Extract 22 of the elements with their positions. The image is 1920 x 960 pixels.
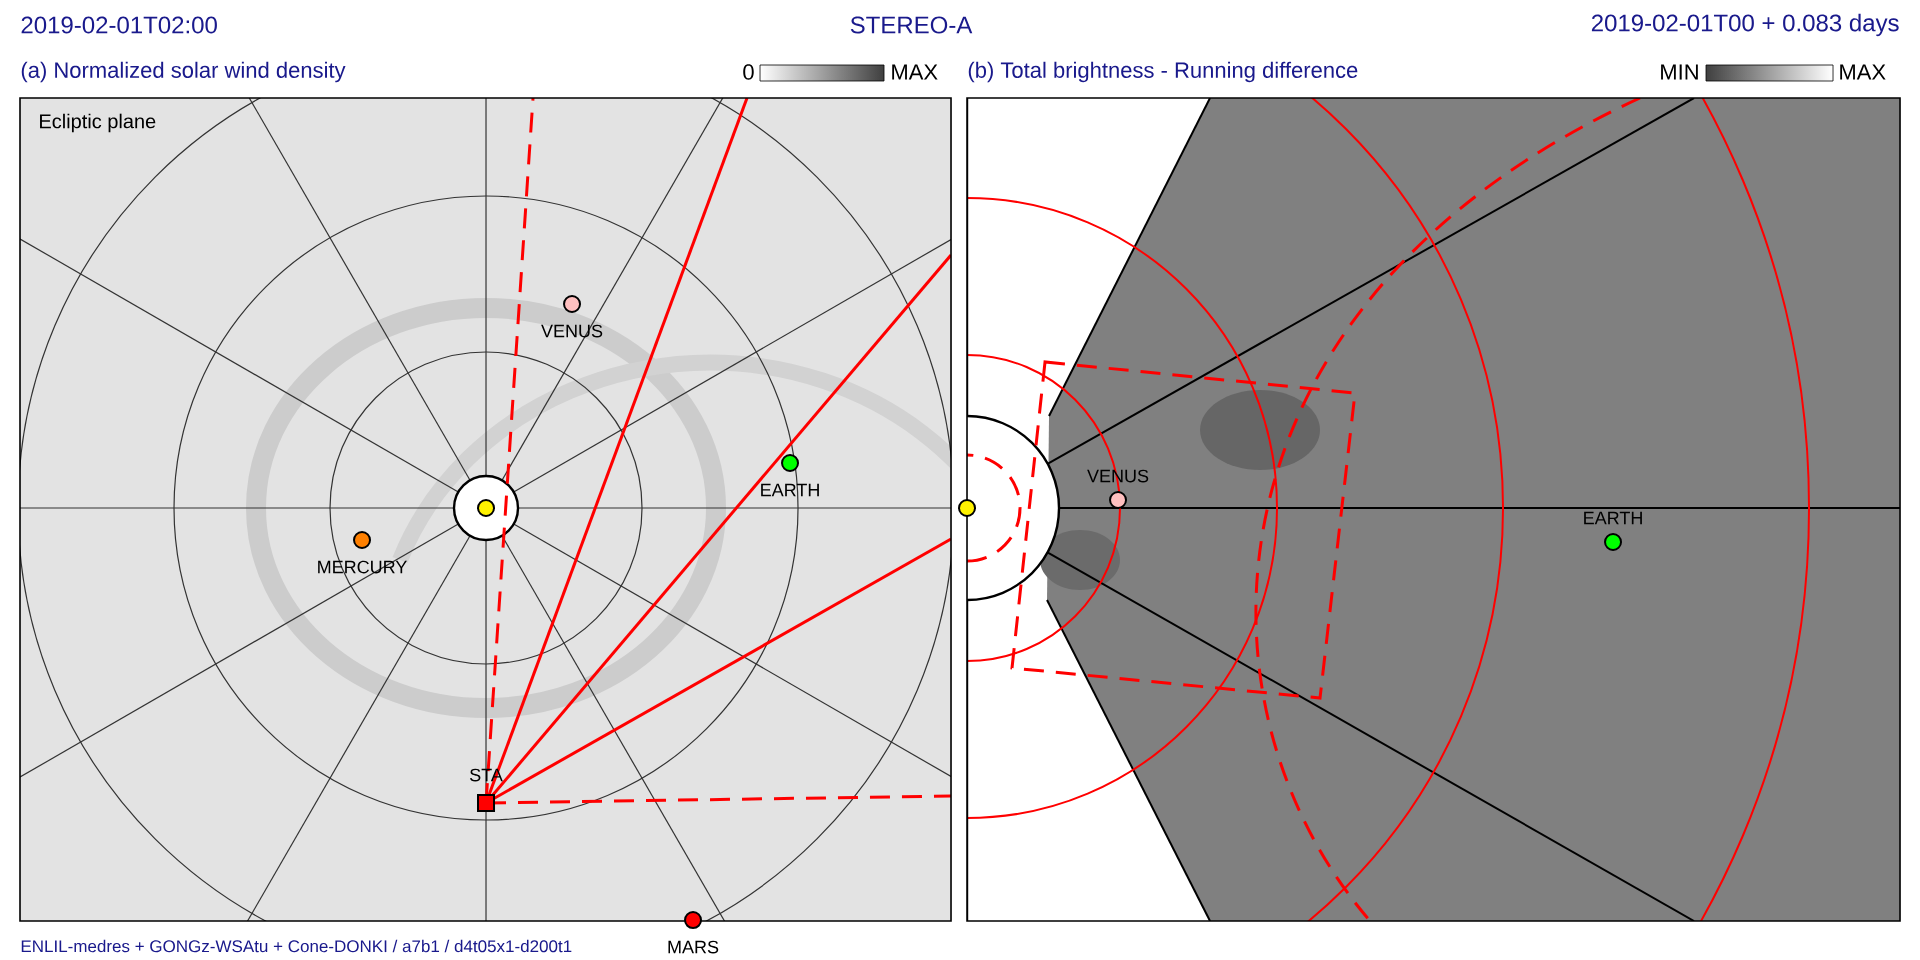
sun-marker: [477, 499, 495, 517]
sun-marker: [958, 499, 976, 517]
planet-label: EARTH: [1584, 511, 1642, 525]
colorbar-label: MAX: [1840, 64, 1886, 80]
model-info: ENLIL-medres + GONGz-WSAtu + Cone-DONKI / a7b1 / d4t05x1-d200t1: [21, 939, 572, 953]
timestamp: 2019-02-01T00 + 0.083 days: [1591, 13, 1899, 37]
planet-marker: [1109, 491, 1127, 509]
panel-title: (b) Total brightness - Running difference: [968, 61, 1358, 83]
colorbar-label: 0: [743, 64, 754, 80]
planet-marker: [1604, 533, 1622, 551]
plane-label: Ecliptic plane: [40, 113, 156, 133]
colorbar-label: MIN: [1661, 64, 1698, 80]
spacecraft-marker: [477, 794, 495, 812]
planet-marker: [684, 911, 702, 929]
panel-title: (a) Normalized solar wind density: [21, 61, 346, 83]
timestamp: 2019-02-01T02:00: [21, 16, 217, 34]
spacecraft-title: STEREO-A: [850, 16, 973, 34]
colorbar-label: MAX: [892, 64, 938, 80]
planet-marker: [563, 295, 581, 313]
planet-marker: [781, 454, 799, 472]
planet-marker: [353, 531, 371, 549]
planet-label: MARS: [668, 940, 719, 954]
